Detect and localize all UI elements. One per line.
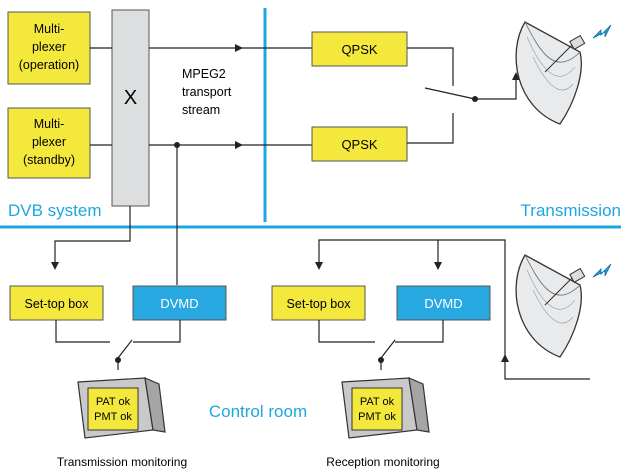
mux-op-line-2: plexer	[32, 40, 66, 54]
arrow-1	[235, 44, 243, 52]
stb-label-2: Set-top box	[287, 297, 352, 311]
dvmd-box-2: DVMD	[396, 285, 491, 321]
mux-sb-line-1: Multi-	[34, 117, 65, 131]
multiplexer-operation-box: Multi- plexer (operation)	[7, 11, 91, 85]
arrow-stb-2	[315, 262, 323, 270]
mux-op-line-1: Multi-	[34, 22, 65, 36]
transport-label-3: stream	[182, 103, 220, 117]
monitor-2-pmt: PMT ok	[358, 411, 396, 423]
arrow-stb-1	[51, 262, 59, 270]
dvmd-label-1: DVMD	[160, 296, 198, 311]
transport-label-1: MPEG2	[182, 67, 226, 81]
arrow-from-dish	[501, 354, 509, 362]
monitor-icon: PAT ok PMT ok	[77, 377, 166, 439]
signal-lightning-icon	[592, 263, 612, 278]
transport-label-2: transport	[182, 85, 232, 99]
monitor-icon: PAT ok PMT ok	[341, 377, 430, 439]
output-switch	[424, 87, 476, 100]
wire-dish-to-stb	[318, 239, 506, 359]
crossbar-switch: X	[111, 9, 150, 207]
dvmd-label-2: DVMD	[424, 296, 462, 311]
satellite-dish-icon	[515, 21, 586, 125]
wire-qpsk2-out	[407, 113, 454, 144]
control-room-label: Control room	[209, 402, 307, 421]
transmission-label: Transmission	[521, 201, 621, 220]
monitor-1-pmt: PMT ok	[94, 411, 132, 423]
qpsk-label-1: QPSK	[341, 42, 377, 57]
set-top-box-2: Set-top box	[271, 285, 366, 321]
wire-qpsk1-out	[407, 47, 454, 86]
monitor-switch-2	[380, 339, 396, 359]
arrow-2	[235, 141, 243, 149]
qpsk-label-2: QPSK	[341, 137, 377, 152]
set-top-box-1: Set-top box	[9, 285, 104, 321]
wire-switch-to-stb	[54, 206, 131, 268]
dvb-system-label: DVB system	[8, 201, 102, 220]
wire-dvmd1-out	[133, 320, 181, 343]
qpsk-box-1: QPSK	[311, 31, 408, 67]
monitor-2-pat: PAT ok	[360, 396, 395, 408]
dvmd-box-1: DVMD	[132, 285, 227, 321]
mux-sb-line-2: plexer	[32, 135, 66, 149]
switch-symbol: X	[124, 87, 137, 109]
transmission-monitoring-label: Transmission monitoring	[57, 455, 187, 469]
monitor-1-pat: PAT ok	[96, 396, 131, 408]
reception-monitoring-label: Reception monitoring	[326, 455, 439, 469]
monitor-switch-1	[117, 339, 133, 359]
wire-to-dish	[475, 78, 517, 100]
stb-label-1: Set-top box	[25, 297, 90, 311]
mux-sb-line-3: (standby)	[23, 153, 75, 167]
satellite-dish-icon	[515, 254, 586, 358]
wire-stb1-out	[55, 320, 110, 343]
multiplexer-standby-box: Multi- plexer (standby)	[7, 107, 91, 179]
arrow-dvmd-2	[434, 262, 442, 270]
qpsk-box-2: QPSK	[311, 126, 408, 162]
arrow-to-dish	[512, 72, 520, 80]
mux-op-line-3: (operation)	[19, 58, 79, 72]
signal-lightning-icon	[592, 24, 612, 39]
